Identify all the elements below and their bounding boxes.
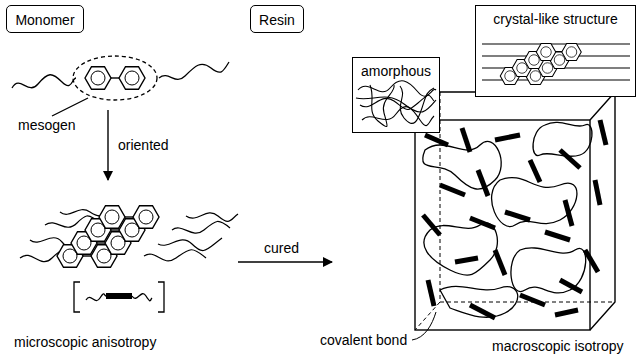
box-label: Resin — [259, 12, 295, 28]
label-box: Monomer — [6, 5, 84, 33]
process-label: oriented — [118, 137, 169, 153]
part-label: mesogen — [18, 117, 76, 133]
process-label: cured — [264, 240, 299, 256]
caption-label: microscopic anisotropy — [14, 334, 156, 350]
box-label: Monomer — [15, 12, 74, 28]
box-label: amorphous — [361, 63, 431, 79]
caption-label: macroscopic isotropy — [492, 338, 624, 354]
callout-box: amorphous — [352, 57, 440, 133]
label-box: Resin — [250, 5, 304, 33]
part-label: covalent bond — [320, 332, 407, 348]
box-label: crystal-like structure — [493, 11, 617, 27]
callout-box: crystal-like structure — [475, 5, 636, 97]
